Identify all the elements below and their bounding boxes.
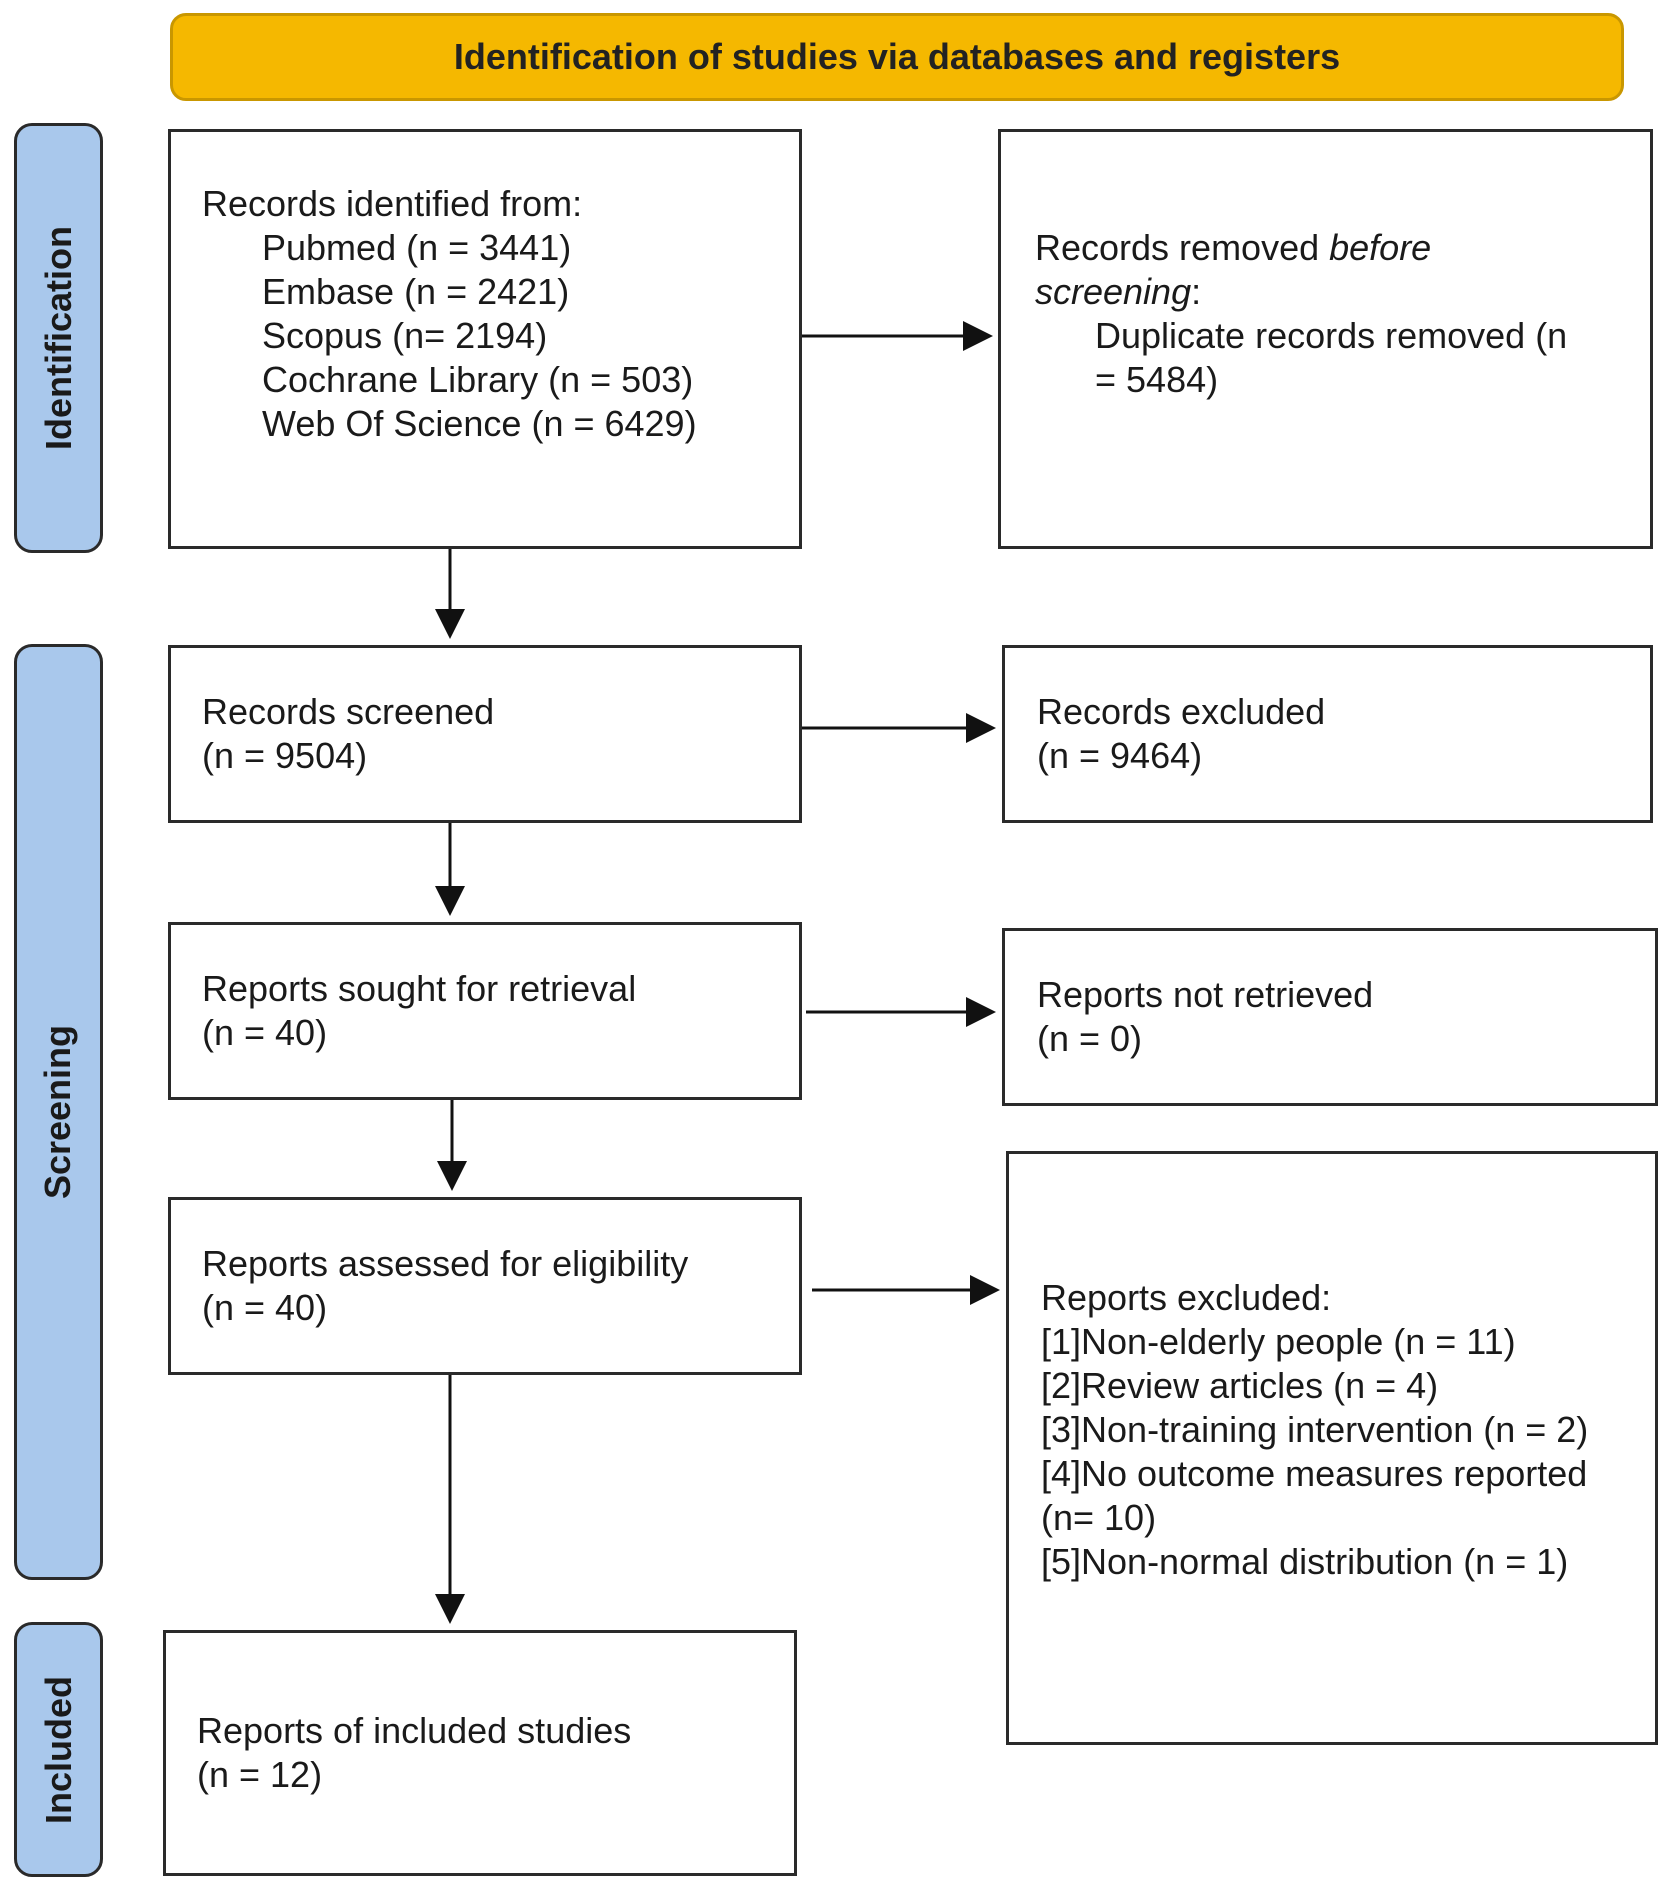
exclusion-reason: [1]Non-elderly people (n = 11) (1041, 1321, 1516, 1362)
reports-not-retrieved-count: (n = 0) (1037, 1018, 1143, 1059)
source-item: Cochrane Library (n = 503) (262, 359, 694, 400)
reports-assessed-count: (n = 40) (202, 1287, 328, 1328)
phase-identification: Identification (14, 123, 103, 553)
exclusion-reason: (n= 10) (1041, 1497, 1157, 1538)
reports-not-retrieved-label: Reports not retrieved (1037, 974, 1374, 1015)
phase-screening: Screening (14, 644, 103, 1580)
reports-sought-label: Reports sought for retrieval (202, 968, 637, 1009)
source-item: Pubmed (n = 3441) (262, 227, 572, 268)
records-removed-colon: : (1191, 271, 1202, 312)
duplicates-line-1: Duplicate records removed (n (1095, 315, 1568, 356)
included-studies-box: Reports of included studies (n = 12) (163, 1630, 797, 1876)
records-removed-screening: screening (1035, 271, 1192, 312)
phase-included: Included (14, 1622, 103, 1877)
records-identified-heading: Records identified from: (202, 183, 583, 224)
reports-sought-count: (n = 40) (202, 1012, 328, 1053)
reports-sought-box: Reports sought for retrieval (n = 40) (168, 922, 802, 1100)
exclusion-reason: [5]Non-normal distribution (n = 1) (1041, 1541, 1569, 1582)
reports-not-retrieved-box: Reports not retrieved (n = 0) (1002, 928, 1658, 1106)
header-title: Identification of studies via databases … (453, 36, 1341, 77)
reports-assessed-label: Reports assessed for eligibility (202, 1243, 689, 1284)
records-removed-heading: Records removed before (1035, 226, 1650, 270)
exclusion-reason: [2]Review articles (n = 4) (1041, 1365, 1439, 1406)
records-removed-before: before (1329, 227, 1432, 268)
records-screened-box: Records screened (n = 9504) (168, 645, 802, 823)
records-excluded-label: Records excluded (1037, 691, 1326, 732)
records-excluded-count: (n = 9464) (1037, 735, 1203, 776)
included-studies-count: (n = 12) (197, 1754, 323, 1795)
records-excluded-box: Records excluded (n = 9464) (1002, 645, 1653, 823)
duplicates-line-2: = 5484) (1095, 359, 1219, 400)
header-banner: Identification of studies via databases … (170, 13, 1624, 101)
included-studies-label: Reports of included studies (197, 1710, 632, 1751)
source-item: Scopus (n= 2194) (262, 315, 548, 356)
records-removed-subheading: screening: (1035, 270, 1650, 314)
source-item: Embase (n = 2421) (262, 271, 570, 312)
records-screened-label: Records screened (202, 691, 495, 732)
exclusion-reason: [4]No outcome measures reported (1041, 1453, 1588, 1494)
reports-excluded-heading: Reports excluded: (1041, 1277, 1332, 1318)
exclusion-reason: [3]Non-training intervention (n = 2) (1041, 1409, 1589, 1450)
source-item: Web Of Science (n = 6429) (262, 403, 697, 444)
reports-excluded-box: Reports excluded: [1]Non-elderly people … (1006, 1151, 1658, 1745)
records-screened-count: (n = 9504) (202, 735, 368, 776)
records-removed-heading-text: Records removed (1035, 227, 1330, 268)
reports-assessed-box: Reports assessed for eligibility (n = 40… (168, 1197, 802, 1375)
records-identified-box: Records identified from: Pubmed (n = 344… (168, 129, 802, 549)
records-removed-box: Records removed before screening: Duplic… (998, 129, 1653, 549)
